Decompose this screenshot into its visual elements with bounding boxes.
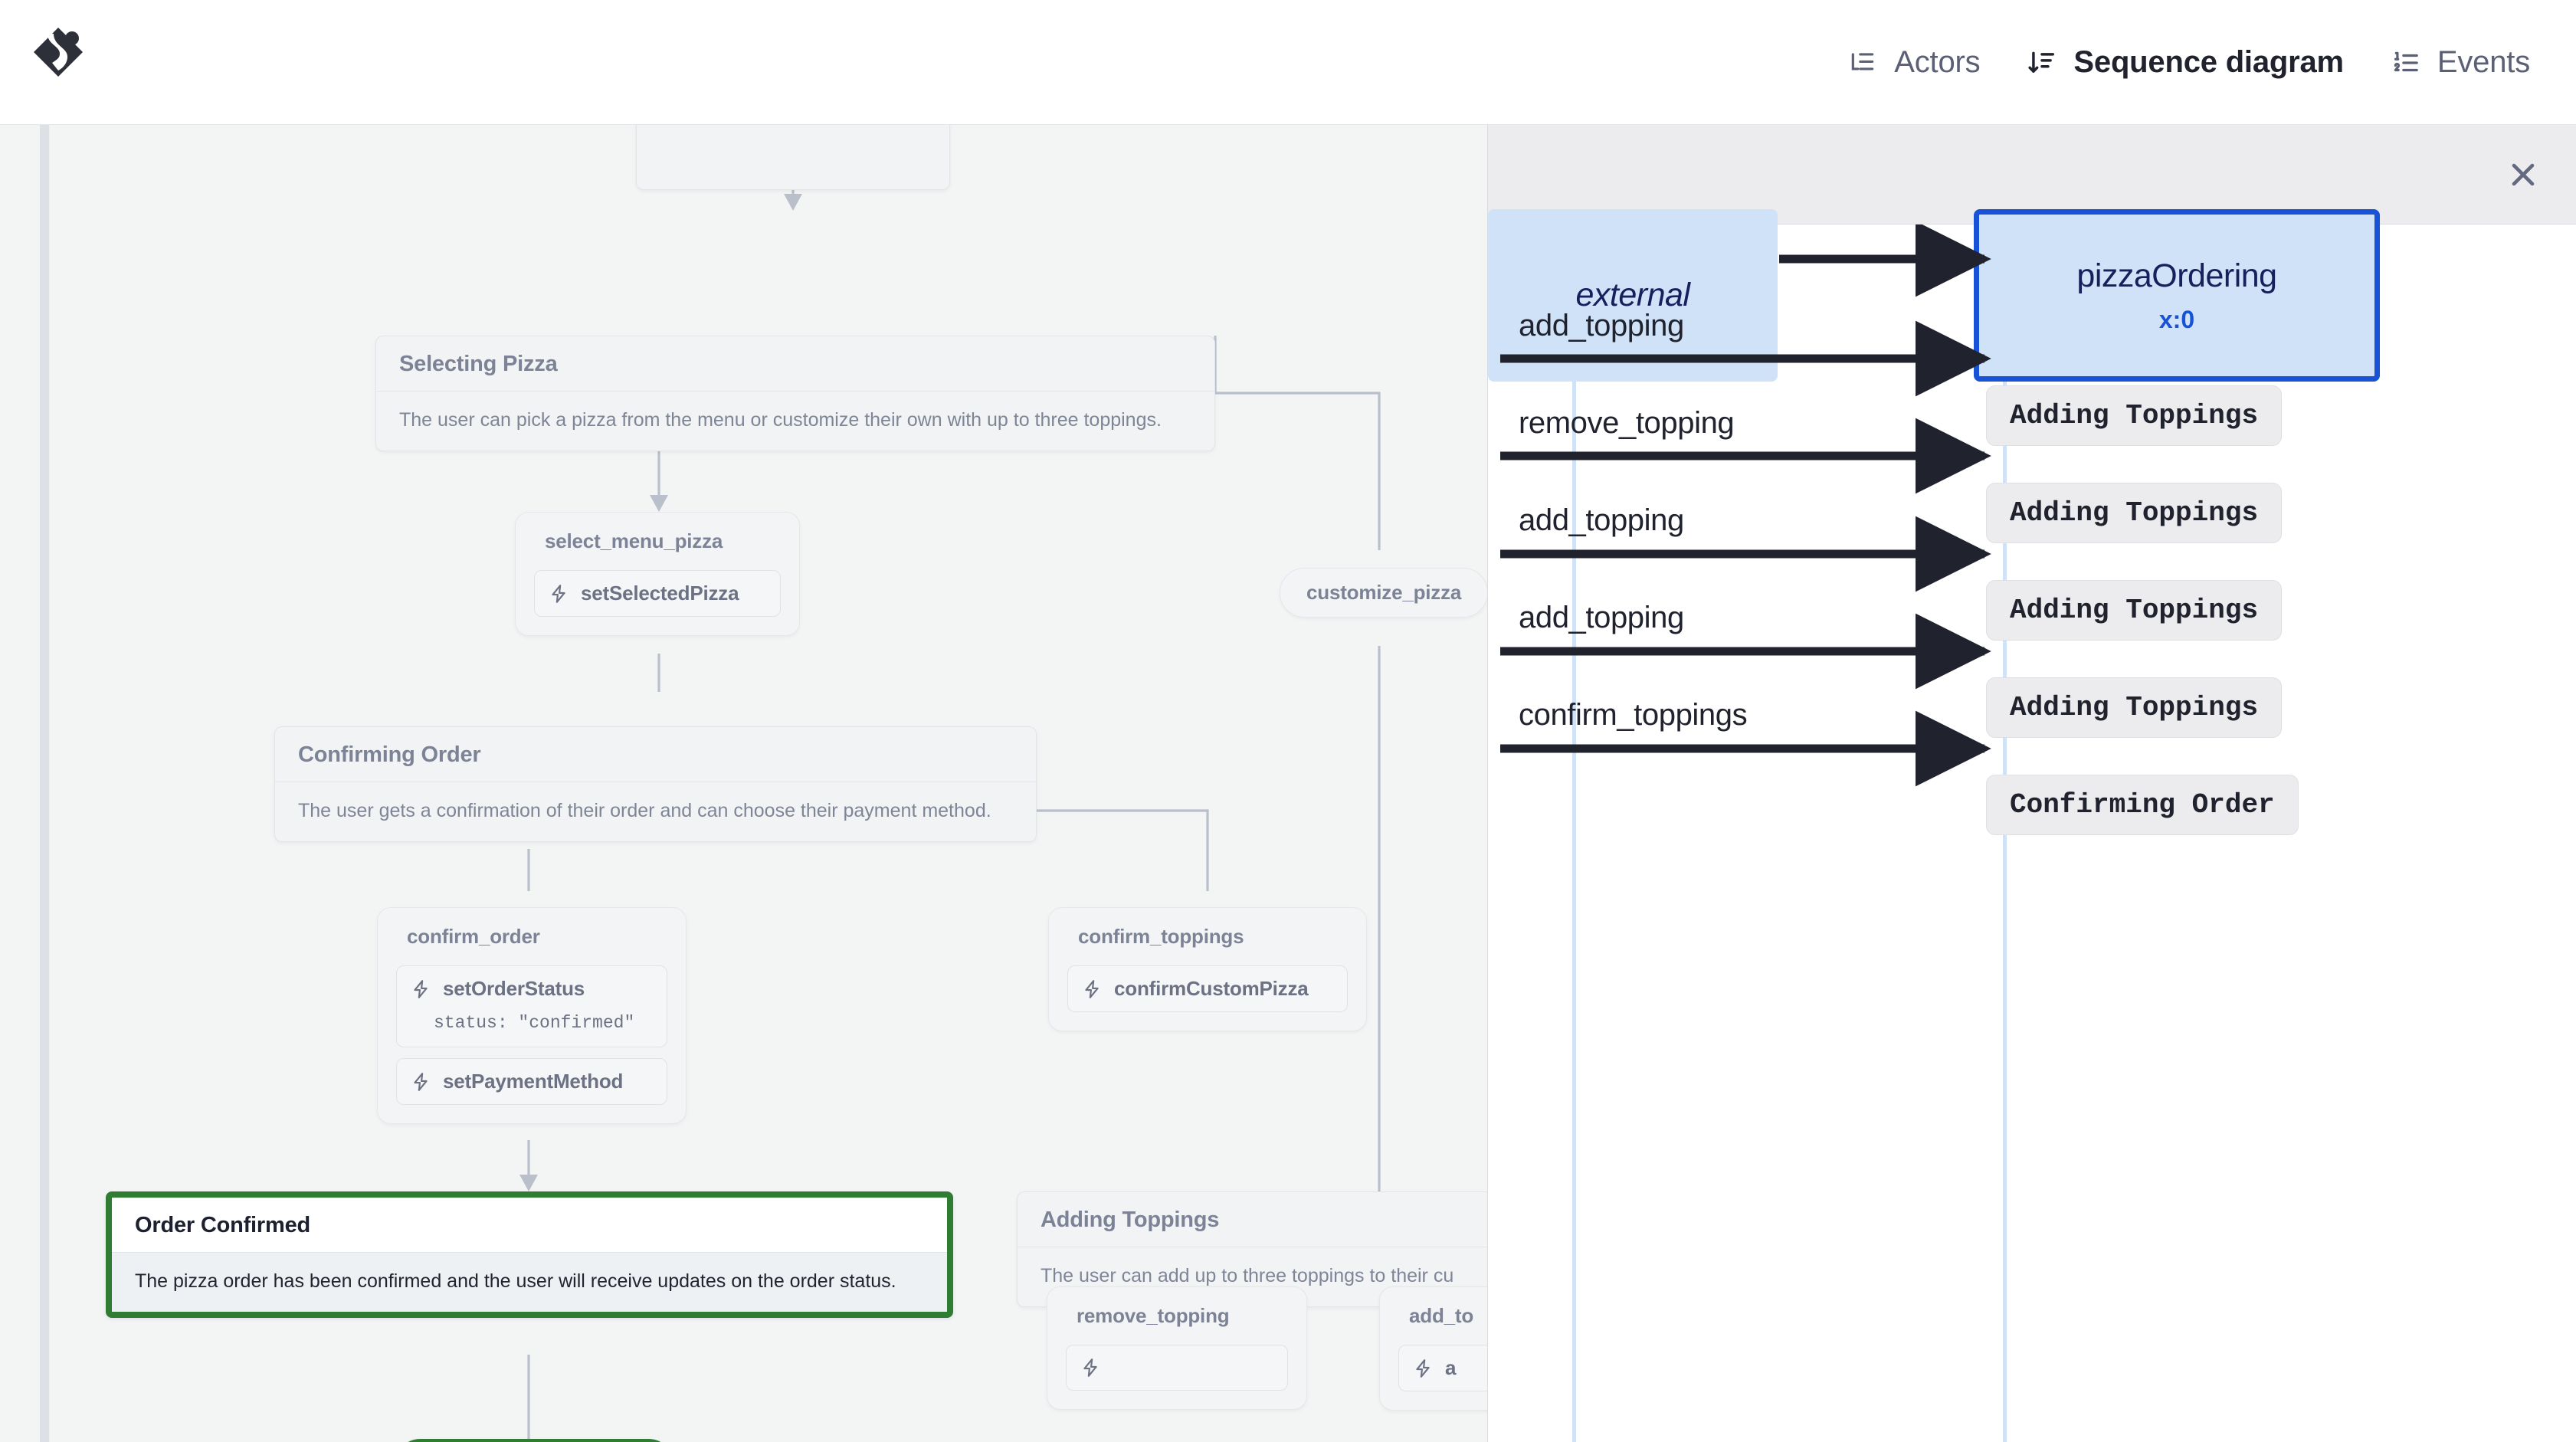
state-node-order-confirmed-title: Order Confirmed: [135, 1213, 311, 1237]
state-node-selecting-pizza[interactable]: Selecting Pizza The user can pick a pizz…: [375, 336, 1215, 452]
action-remove-topping-placeholder[interactable]: [1066, 1345, 1288, 1391]
transition-node-add-topping[interactable]: add_to a: [1379, 1286, 1487, 1411]
actor-box-pizzaordering-label: pizzaOrdering: [2076, 257, 2277, 294]
numbered-list-icon: [2391, 48, 2420, 77]
state-node-partial-top[interactable]: [636, 125, 950, 190]
state-chip-1: Adding Toppings: [1986, 385, 2283, 446]
action-set-selected-pizza-label: setSelectedPizza: [581, 582, 739, 605]
action-set-order-status-label: setOrderStatus: [443, 977, 585, 1000]
message-label-5: confirm_toppings: [1519, 698, 1748, 732]
divider: [112, 1252, 947, 1253]
state-node-confirming-order-description: The user gets a confirmation of their or…: [298, 800, 991, 821]
message-label-3: add_topping: [1519, 503, 1684, 537]
sequence-diagram-panel: pizza external pizzaOrdering x:0: [1487, 125, 2576, 1442]
close-icon[interactable]: [2498, 149, 2548, 200]
transition-node-add-topping-title: add_to: [1409, 1304, 1474, 1327]
bolt-icon: [1413, 1357, 1433, 1380]
nav-item-sequence-diagram[interactable]: Sequence diagram: [2027, 45, 2344, 80]
lifeline-pizzaordering: [2003, 370, 2007, 1442]
canvas-left-rail-edge: [49, 125, 50, 1442]
transition-node-remove-topping[interactable]: remove_topping: [1047, 1286, 1307, 1410]
primary-nav: Actors Sequence diagram Events: [1848, 0, 2530, 125]
state-node-confirming-order[interactable]: Confirming Order The user gets a confirm…: [274, 726, 1037, 843]
state-chip-4: Adding Toppings: [1986, 677, 2283, 738]
state-node-order-confirmed-description: The pizza order has been confirmed and t…: [112, 1253, 947, 1313]
transition-node-remove-topping-title: remove_topping: [1077, 1304, 1230, 1327]
action-add-topping[interactable]: a: [1398, 1345, 1487, 1391]
sort-descending-icon: [2027, 48, 2057, 77]
nav-item-sequence-diagram-label: Sequence diagram: [2073, 45, 2344, 79]
actor-box-external[interactable]: external: [1488, 209, 1778, 382]
nav-item-events-label: Events: [2437, 45, 2530, 79]
state-chip-3: Adding Toppings: [1986, 580, 2283, 641]
nav-item-events[interactable]: Events: [2391, 45, 2530, 80]
action-set-order-status-param: status: "confirmed": [434, 1013, 635, 1033]
sequence-arrows-layer: [1500, 224, 1991, 787]
transition-node-confirm-order-title: confirm_order: [407, 925, 540, 948]
message-label-1: add_topping: [1519, 309, 1684, 342]
transition-node-select-menu-pizza[interactable]: select_menu_pizza setSelectedPizza: [515, 512, 800, 636]
state-node-adding-toppings-description: The user can add up to three toppings to…: [1041, 1265, 1454, 1286]
bolt-icon: [411, 978, 431, 1001]
bolt-icon: [1080, 1356, 1100, 1379]
state-node-selecting-pizza-title: Selecting Pizza: [399, 352, 558, 376]
message-label-2: remove_topping: [1519, 406, 1735, 440]
bolt-icon: [549, 582, 569, 605]
event-pill-customize-pizza[interactable]: customize_pizza: [1280, 568, 1487, 618]
bolt-icon: [1082, 978, 1102, 1001]
actor-box-external-label: external: [1575, 277, 1690, 313]
state-chip-2: Adding Toppings: [1986, 483, 2283, 543]
sequence-diagram-body[interactable]: pizza external pizzaOrdering x:0: [1488, 209, 2576, 1442]
divider: [376, 391, 1214, 392]
state-node-confirming-order-title: Confirming Order: [298, 742, 481, 767]
state-machine-canvas[interactable]: Selecting Pizza The user can pick a pizz…: [0, 125, 1487, 1442]
state-node-order-confirmed[interactable]: Order Confirmed The pizza order has been…: [106, 1191, 953, 1319]
bolt-icon: [411, 1070, 431, 1093]
action-confirm-custom-pizza-label: confirmCustomPizza: [1114, 977, 1309, 1000]
action-add-topping-label: a: [1445, 1356, 1457, 1379]
nav-item-actors-label: Actors: [1894, 45, 1981, 79]
lifeline-external: [1572, 370, 1576, 1442]
nav-item-actors[interactable]: Actors: [1848, 45, 1981, 80]
state-chip-5: Confirming Order: [1986, 775, 2299, 835]
event-pill-pizza-assembly-started[interactable]: pizza_assembly_started: [395, 1439, 674, 1442]
list-tree-icon: [1848, 48, 1877, 77]
transition-node-confirm-order[interactable]: confirm_order setOrderStatus status: "co…: [377, 907, 687, 1124]
action-set-order-status[interactable]: setOrderStatus status: "confirmed": [396, 965, 667, 1047]
message-label-4: add_topping: [1519, 601, 1684, 634]
action-set-payment-method-label: setPaymentMethod: [443, 1070, 624, 1093]
top-bar: Actors Sequence diagram Events: [0, 0, 2576, 125]
state-node-adding-toppings-title: Adding Toppings: [1041, 1208, 1220, 1232]
stately-diamond-logo-icon[interactable]: [29, 23, 87, 81]
transition-node-select-menu-pizza-title: select_menu_pizza: [545, 529, 723, 552]
action-set-selected-pizza[interactable]: setSelectedPizza: [534, 570, 781, 617]
transition-node-confirm-toppings[interactable]: confirm_toppings confirmCustomPizza: [1048, 907, 1367, 1031]
actor-box-pizzaordering[interactable]: pizzaOrdering x:0: [1974, 209, 2380, 382]
transition-node-confirm-toppings-title: confirm_toppings: [1078, 925, 1244, 948]
action-set-payment-method[interactable]: setPaymentMethod: [396, 1058, 667, 1105]
state-node-selecting-pizza-description: The user can pick a pizza from the menu …: [399, 409, 1162, 431]
action-confirm-custom-pizza[interactable]: confirmCustomPizza: [1067, 965, 1348, 1012]
actor-box-pizzaordering-variable: x:0: [2158, 305, 2195, 333]
canvas-left-rail: [40, 125, 49, 1442]
